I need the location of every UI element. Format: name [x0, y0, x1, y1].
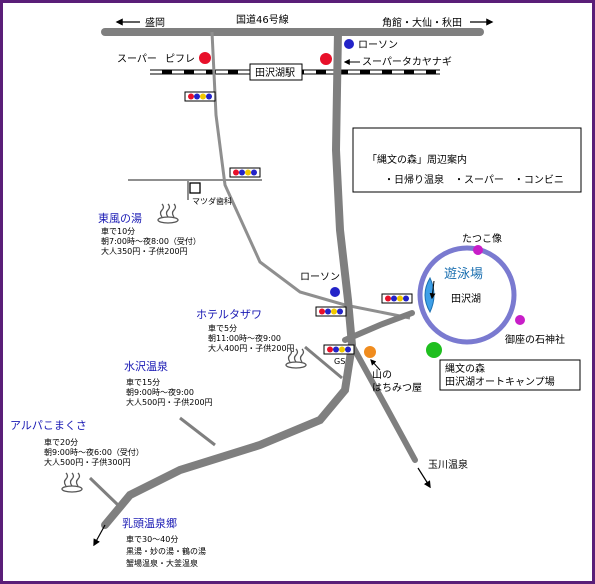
destination-box [439, 359, 581, 391]
tamagawa-label: 玉川温泉 [428, 458, 468, 471]
destination-line2: 田沢湖オートキャンプ場 [445, 375, 555, 388]
to-morioka-label: 盛岡 [145, 16, 165, 29]
dentist-label: マツダ歯科 [192, 196, 232, 206]
map-title: 「縄文の森」周辺案内 [367, 153, 467, 166]
lawson-top-label: ローソン [358, 40, 398, 51]
convenience-marker-mid [330, 287, 340, 297]
super-right-label: スーパータカヤナギ [362, 56, 452, 68]
nyuto-arrow-icon [93, 524, 106, 547]
tamagawa-road [349, 342, 418, 463]
spur-hotel [304, 345, 343, 380]
shrine-marker [515, 315, 525, 325]
tatsuko-statue-marker [473, 245, 483, 255]
lake-road [342, 310, 415, 343]
super-label-2: ピフレ [165, 53, 195, 65]
onsen-4-line1: 車で20分 [44, 437, 78, 447]
spur-aruba [88, 476, 120, 507]
onsen-3-line2: 朝9:00時～夜9:00 [126, 387, 194, 397]
onsen-2-line1: 車で5分 [208, 323, 237, 333]
onsen-4-line3: 大人500円・子供300円 [44, 457, 131, 467]
station-name: 田沢湖駅 [255, 66, 295, 79]
title-box [352, 127, 582, 193]
onsen-1-line2: 朝7:00時～夜8:00（受付） [101, 236, 201, 246]
swim-arrow-icon [429, 280, 436, 300]
tazawa-lake [417, 245, 517, 345]
onsen-5-line2: 黒湯・妙の湯・鶴の湯 [126, 546, 206, 556]
convenience-marker-top [344, 39, 354, 49]
traffic-light-4 [381, 293, 413, 304]
dentist-marker-icon [189, 182, 201, 194]
tamagawa-arrow-icon [417, 467, 431, 489]
onsen-name-5: 乳頭温泉郷 [122, 516, 177, 530]
onsen-2-line3: 大人400円・子供200円 [208, 343, 295, 353]
to-kakunodate-label: 角館・大仙・秋田 [382, 16, 462, 29]
traffic-light-3 [315, 306, 347, 317]
lawson-mid-label: ローソン [300, 272, 340, 283]
onsen-name-4: アルパこまくさ [10, 419, 87, 432]
onsen-5-line1: 車で30～40分 [126, 534, 178, 544]
swim-area-label: 遊泳場 [444, 267, 483, 282]
route-46-label: 国道46号線 [236, 13, 289, 26]
tatsuko-label: たつこ像 [462, 233, 502, 245]
traffic-light-5 [323, 344, 355, 355]
supermarket-marker-right [320, 53, 332, 65]
super-label-1: スーパー [117, 53, 157, 65]
map-legend: ・日帰り温泉 ・スーパー ・コンビニ [384, 173, 564, 186]
onsen-3-line1: 車で15分 [126, 377, 160, 387]
onsen-1-line3: 大人350円・子供200円 [101, 246, 188, 256]
honey-shop-marker [364, 346, 376, 358]
supermarket-marker-left [199, 52, 211, 64]
shrine-label: 御座の石神社 [505, 333, 565, 346]
spur-mizusawa [179, 416, 216, 447]
onsen-2-line2: 朝11:00時～夜9:00 [208, 333, 281, 343]
onsen-1-line1: 車で10分 [101, 226, 135, 236]
onsen-name-1: 東風の湯 [98, 212, 142, 225]
honey-line2: はちみつ屋 [372, 382, 422, 394]
onsen-name-2: ホテルタザワ [196, 308, 262, 321]
gas-station-label: GS [334, 357, 345, 366]
honey-arrow-icon [370, 359, 381, 371]
traffic-light-2 [229, 167, 261, 178]
onsen-5-line3: 蟹場温泉・大釜温泉 [126, 558, 198, 568]
onsen-name-3: 水沢温泉 [124, 359, 168, 373]
onsen-4-line2: 朝9:00時～夜6:00（受付） [44, 447, 144, 457]
station-box [249, 63, 303, 81]
lake-name-label: 田沢湖 [451, 292, 481, 305]
honey-line1: 山の [372, 369, 392, 381]
onsen-3-line3: 大人500円・子供200円 [126, 397, 213, 407]
destination-marker [426, 342, 442, 358]
traffic-light-1 [184, 91, 216, 102]
destination-line1: 縄文の森 [445, 362, 485, 375]
main-road [101, 28, 357, 529]
